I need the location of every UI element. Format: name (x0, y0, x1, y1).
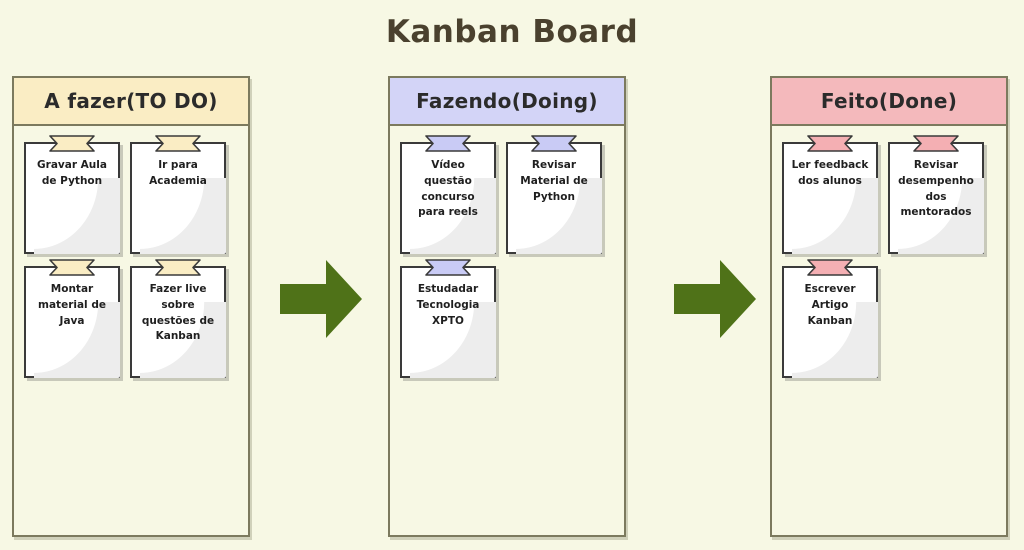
column-card-list-doing: Vídeo questão concurso para reels Revisar… (390, 126, 624, 388)
card-ribbon-icon (155, 135, 201, 152)
card-ribbon-icon (49, 135, 95, 152)
kanban-card[interactable]: Fazer live sobre questões de Kanban (130, 259, 226, 378)
kanban-card-label: Revisar desempenho dos mentorados (898, 159, 974, 219)
kanban-card-label: Escrever Artigo Kanban (804, 283, 856, 327)
column-header-done: Feito(Done) (772, 78, 1006, 126)
column-header-doing: Fazendo(Doing) (390, 78, 624, 126)
kanban-card[interactable]: Revisar desempenho dos mentorados (888, 135, 984, 254)
kanban-card-label: Vídeo questão concurso para reels (418, 159, 478, 219)
kanban-card[interactable]: Ler feedback dos alunos (782, 135, 878, 254)
card-ribbon-icon (49, 259, 95, 276)
column-card-list-done: Ler feedback dos alunos Revisar desempenh… (772, 126, 1006, 388)
kanban-card[interactable]: Montar material de Java (24, 259, 120, 378)
kanban-card-label: Revisar Material de Python (520, 159, 588, 203)
card-ribbon-icon (531, 135, 577, 152)
kanban-card-label: Montar material de Java (38, 283, 106, 327)
card-ribbon-icon (807, 259, 853, 276)
card-ribbon-icon (425, 259, 471, 276)
column-header-todo: A fazer(TO DO) (14, 78, 248, 126)
kanban-card[interactable]: Gravar Aula de Python (24, 135, 120, 254)
kanban-card-label: Estudadar Tecnologia XPTO (416, 283, 480, 327)
kanban-card[interactable]: Vídeo questão concurso para reels (400, 135, 496, 254)
kanban-card-label: Fazer live sobre questões de Kanban (141, 283, 215, 343)
card-ribbon-icon (913, 135, 959, 152)
kanban-column-doing: Fazendo(Doing) Vídeo questão concurso pa… (388, 76, 626, 537)
kanban-card[interactable]: Revisar Material de Python (506, 135, 602, 254)
card-ribbon-icon (155, 259, 201, 276)
card-ribbon-icon (807, 135, 853, 152)
kanban-column-done: Feito(Done) Ler feedback dos alunos Revis… (770, 76, 1008, 537)
card-ribbon-icon (425, 135, 471, 152)
arrow-right-icon (278, 256, 364, 342)
kanban-card[interactable]: Escrever Artigo Kanban (782, 259, 878, 378)
arrow-right-icon (672, 256, 758, 342)
page-title: Kanban Board (385, 14, 639, 50)
kanban-card[interactable]: Ir para Academia (130, 135, 226, 254)
kanban-card[interactable]: Estudadar Tecnologia XPTO (400, 259, 496, 378)
